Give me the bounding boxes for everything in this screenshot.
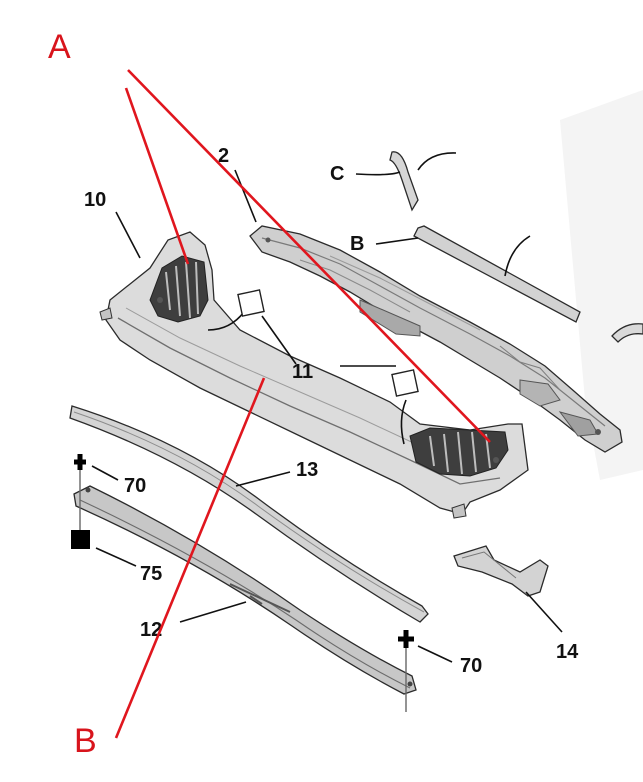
callout-13: 13 [296,459,318,481]
callout-b: B [350,233,364,255]
callout-70-right: 70 [460,655,482,677]
annotation-label-a: A [48,28,71,66]
background-panel-fragment [560,90,643,480]
part-14-bracket [453,545,549,597]
clip-fragment [611,323,643,343]
annotation-a-line-right [127,69,491,443]
callout-labels: 2 10 C B 11 13 70 75 12 14 70 [84,145,579,677]
part-b-seal-strip [413,225,581,323]
square-fastener-icon [71,530,90,549]
callout-c: C [330,163,344,185]
annotation-b-line [114,377,266,739]
part-c-strip [389,151,457,212]
callout-75: 75 [140,563,162,585]
callout-12: 12 [140,619,162,641]
part-10-left-grille [149,255,209,323]
fastener-symbols [71,454,414,712]
part-11-clip-right [391,369,419,397]
annotation-a-line-left [124,87,190,265]
callout-2: 2 [218,145,229,167]
part-13-seal [69,405,429,623]
part-10-cowl-panel [99,231,529,519]
part-b-guide-line [504,235,531,277]
annotation-label-b: B [74,722,97,760]
callout-70-left: 70 [124,475,146,497]
part-11-clip-left [237,289,265,317]
red-annotations: A B [48,28,491,760]
callout-11: 11 [292,361,313,383]
part-11-clips [237,289,419,397]
plus-fastener-right-icon [398,630,414,712]
part-12-lower-rail [73,485,417,695]
part-10-hose-right [400,399,407,445]
callout-leaders [91,169,563,663]
plus-fastener-icon [74,454,86,530]
callout-14: 14 [556,641,579,663]
callout-10: 10 [84,189,106,211]
part-c-guide-line [417,152,457,171]
